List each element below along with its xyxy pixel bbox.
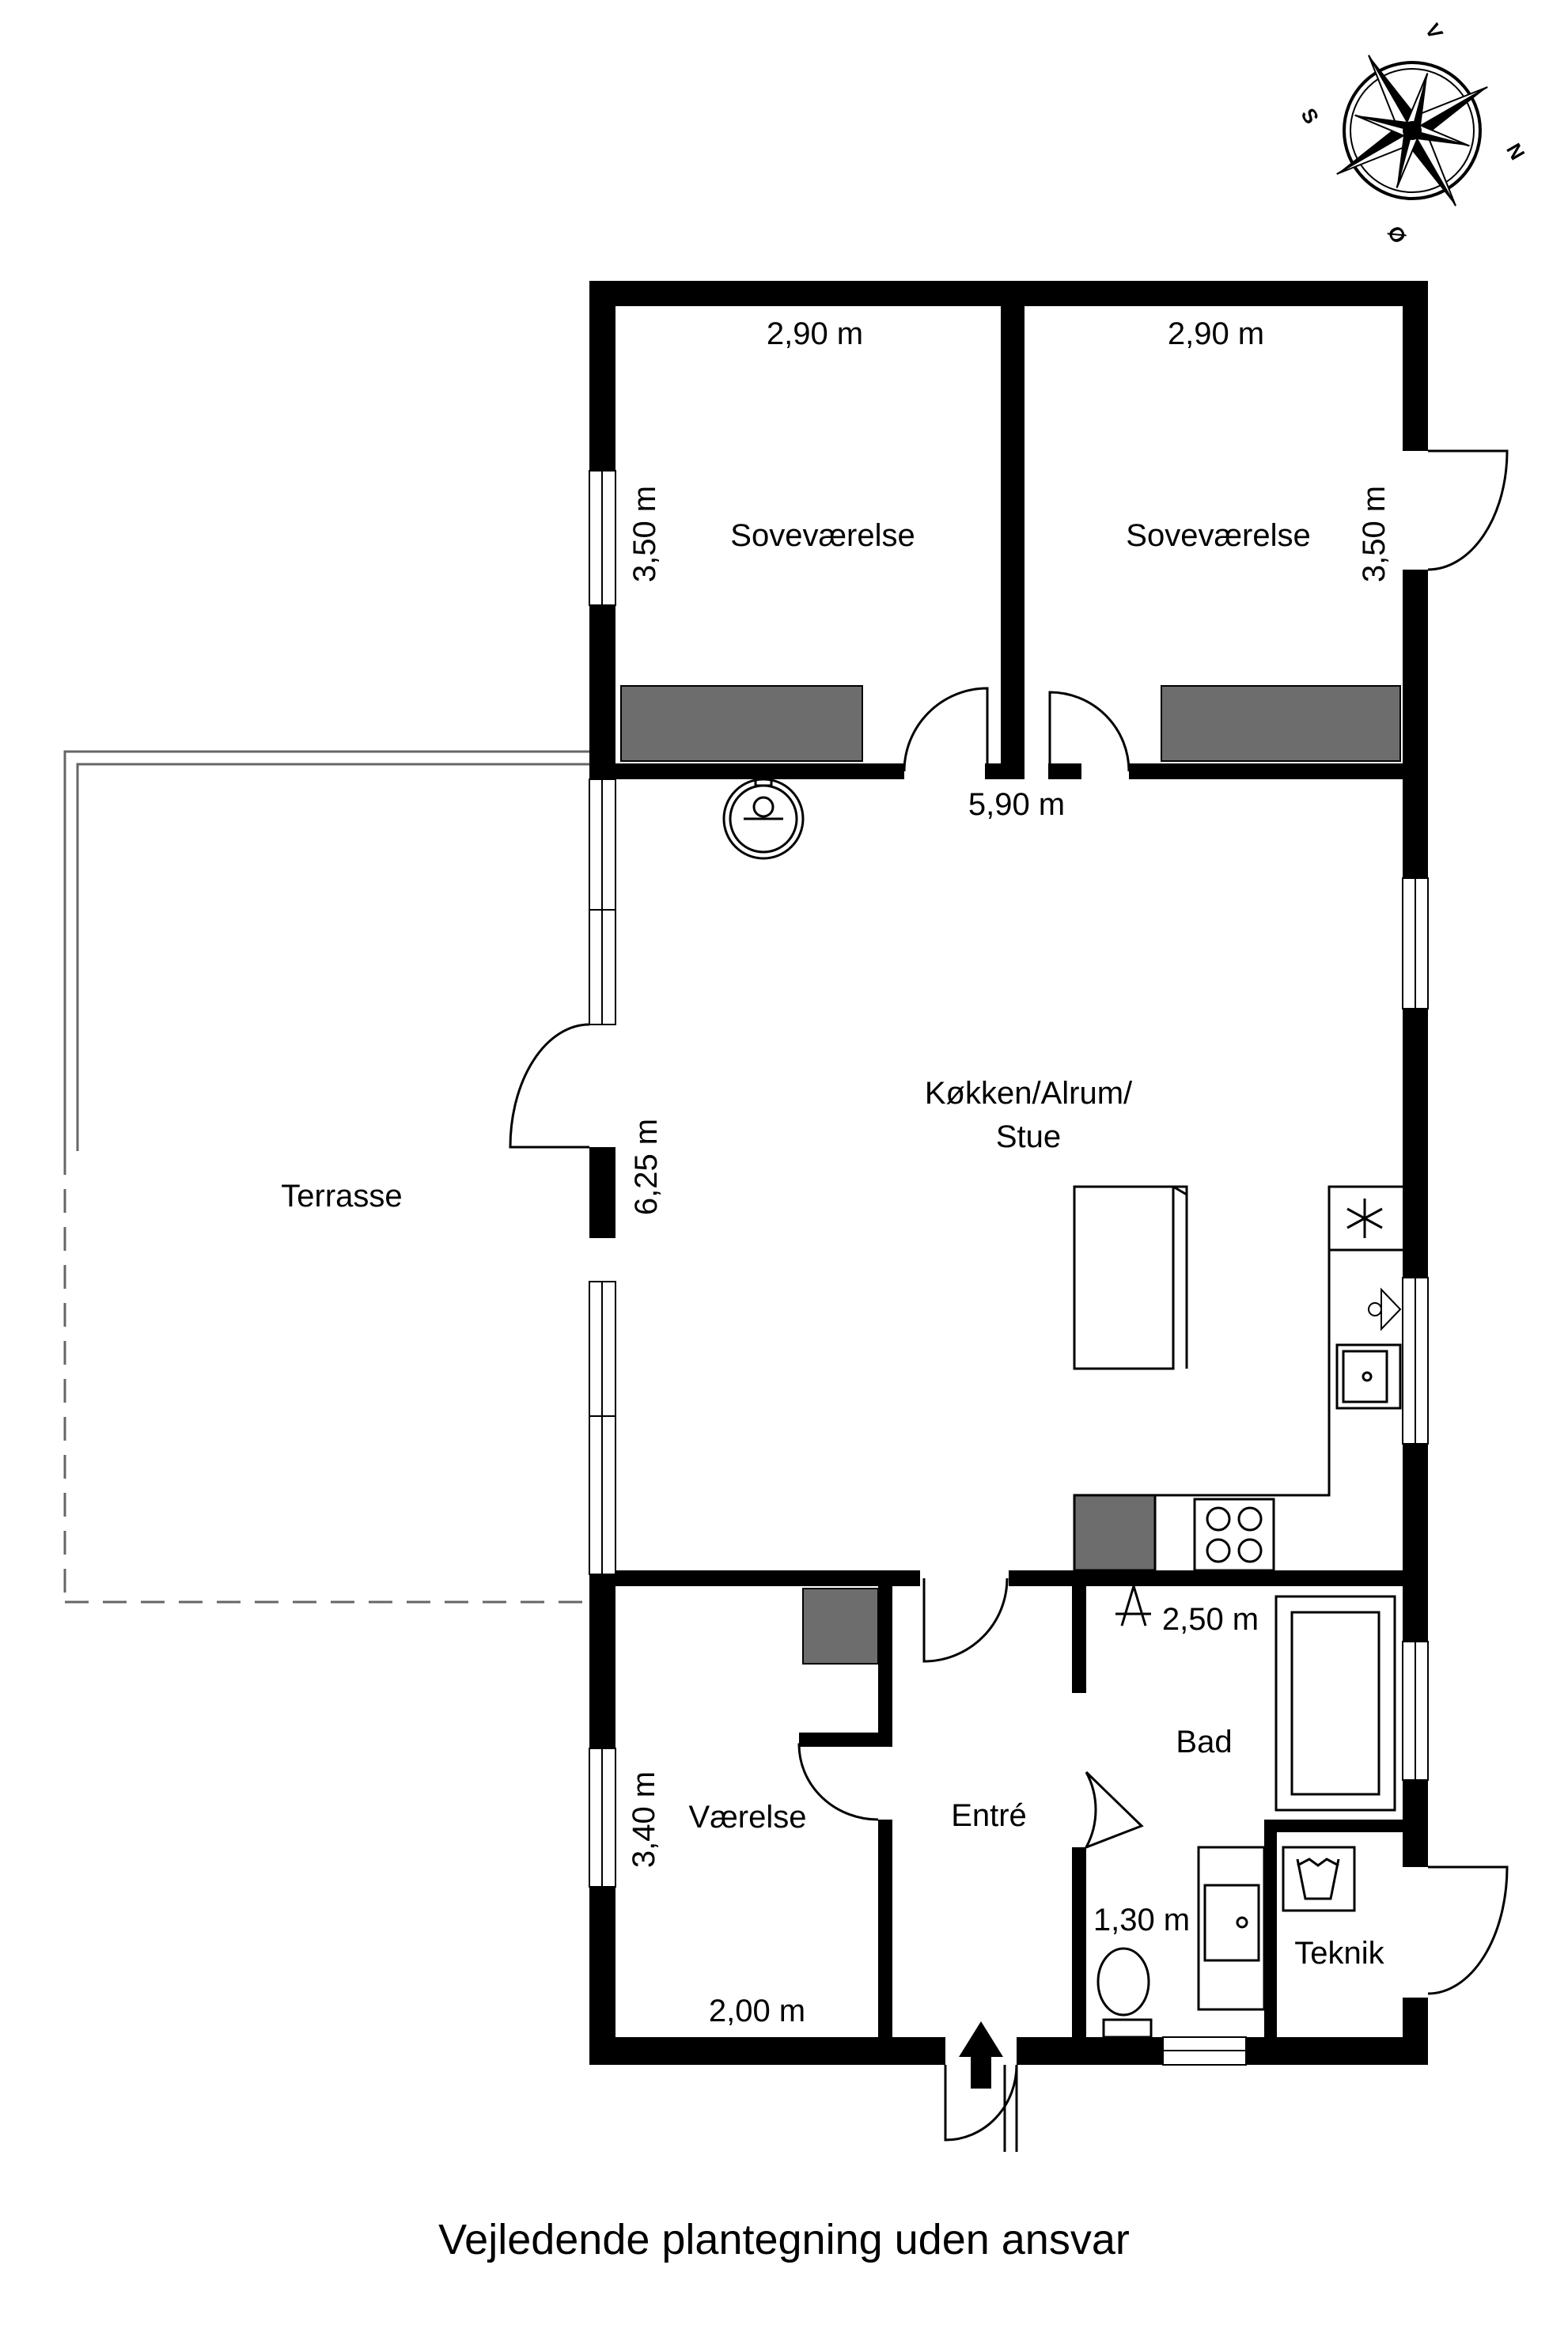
water-heater-icon: [1282, 1846, 1356, 1912]
bedroom-right-depth: 3,50 m: [1357, 486, 1392, 582]
ventilation-icon: [1115, 1581, 1151, 1627]
dishwasher-icon: [1368, 1287, 1402, 1331]
bedroom-right-width: 2,90 m: [1168, 316, 1264, 351]
entrance-arrow-icon: [959, 2021, 1003, 2089]
disclaimer-text: Vejledende plantegning uden ansvar: [438, 2216, 1130, 2263]
compass-east-label: Ø: [1383, 222, 1411, 248]
entrance-name: Entré: [951, 1798, 1027, 1833]
technical-name: Teknik: [1294, 1936, 1384, 1971]
bath-sink-icon: [1197, 1846, 1266, 2011]
wardrobes: [620, 685, 1401, 1665]
freezer-icon: [1346, 1199, 1383, 1238]
compass-west-label: V: [1421, 19, 1449, 44]
bathtub-icon: [1274, 1595, 1396, 1812]
compass-south-label: S: [1297, 104, 1324, 127]
bath-name: Bad: [1176, 1725, 1232, 1759]
bath-depth: 1,30 m: [1093, 1903, 1190, 1937]
kitchen-island: [1073, 1185, 1188, 1370]
terrace-name: Terrasse: [281, 1179, 402, 1214]
bedroom-right-name: Soveværelse: [1126, 518, 1310, 553]
wood-stove-icon: [722, 778, 805, 860]
living-name-line1: Køkken/Alrum/: [925, 1076, 1133, 1111]
room-small-name: Værelse: [689, 1800, 807, 1835]
kitchen-sink-icon: [1335, 1343, 1402, 1410]
bedroom-left-width: 2,90 m: [767, 316, 863, 351]
living-depth: 6,25 m: [629, 1119, 664, 1215]
room-small-depth: 3,40 m: [627, 1771, 661, 1868]
bedroom-left-depth: 3,50 m: [627, 486, 662, 582]
cooktop-icon: [1193, 1498, 1275, 1572]
living-name-line2: Stue: [996, 1119, 1061, 1154]
windows: [589, 470, 1429, 2066]
toilet-icon: [1096, 1947, 1153, 2039]
doors: [509, 449, 1509, 2152]
bath-width: 2,50 m: [1162, 1602, 1259, 1637]
compass-rose: [1336, 55, 1488, 206]
room-small-width: 2,00 m: [709, 1994, 805, 2028]
kitchen-counter: [1073, 1185, 1403, 1572]
bedroom-left-name: Soveværelse: [730, 518, 915, 553]
living-width: 5,90 m: [968, 787, 1065, 822]
compass-north-label: N: [1502, 139, 1529, 164]
terrace-outline: [63, 750, 589, 1604]
interior-walls: [615, 305, 1403, 2037]
